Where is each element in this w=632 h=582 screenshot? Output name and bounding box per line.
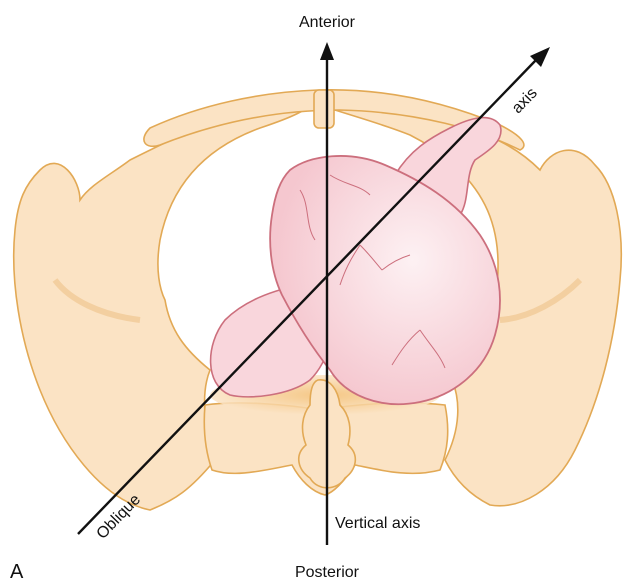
oblique-label: Oblique — [93, 491, 144, 543]
vertical-axis-label: Vertical axis — [335, 515, 420, 532]
arrow-up-icon — [320, 42, 334, 60]
uterus — [211, 118, 501, 405]
anterior-label: Anterior — [299, 14, 356, 31]
pubic-symphysis — [314, 90, 334, 128]
axis-label: axis — [509, 85, 541, 117]
posterior-label: Posterior — [295, 564, 360, 581]
panel-label: A — [10, 561, 24, 582]
